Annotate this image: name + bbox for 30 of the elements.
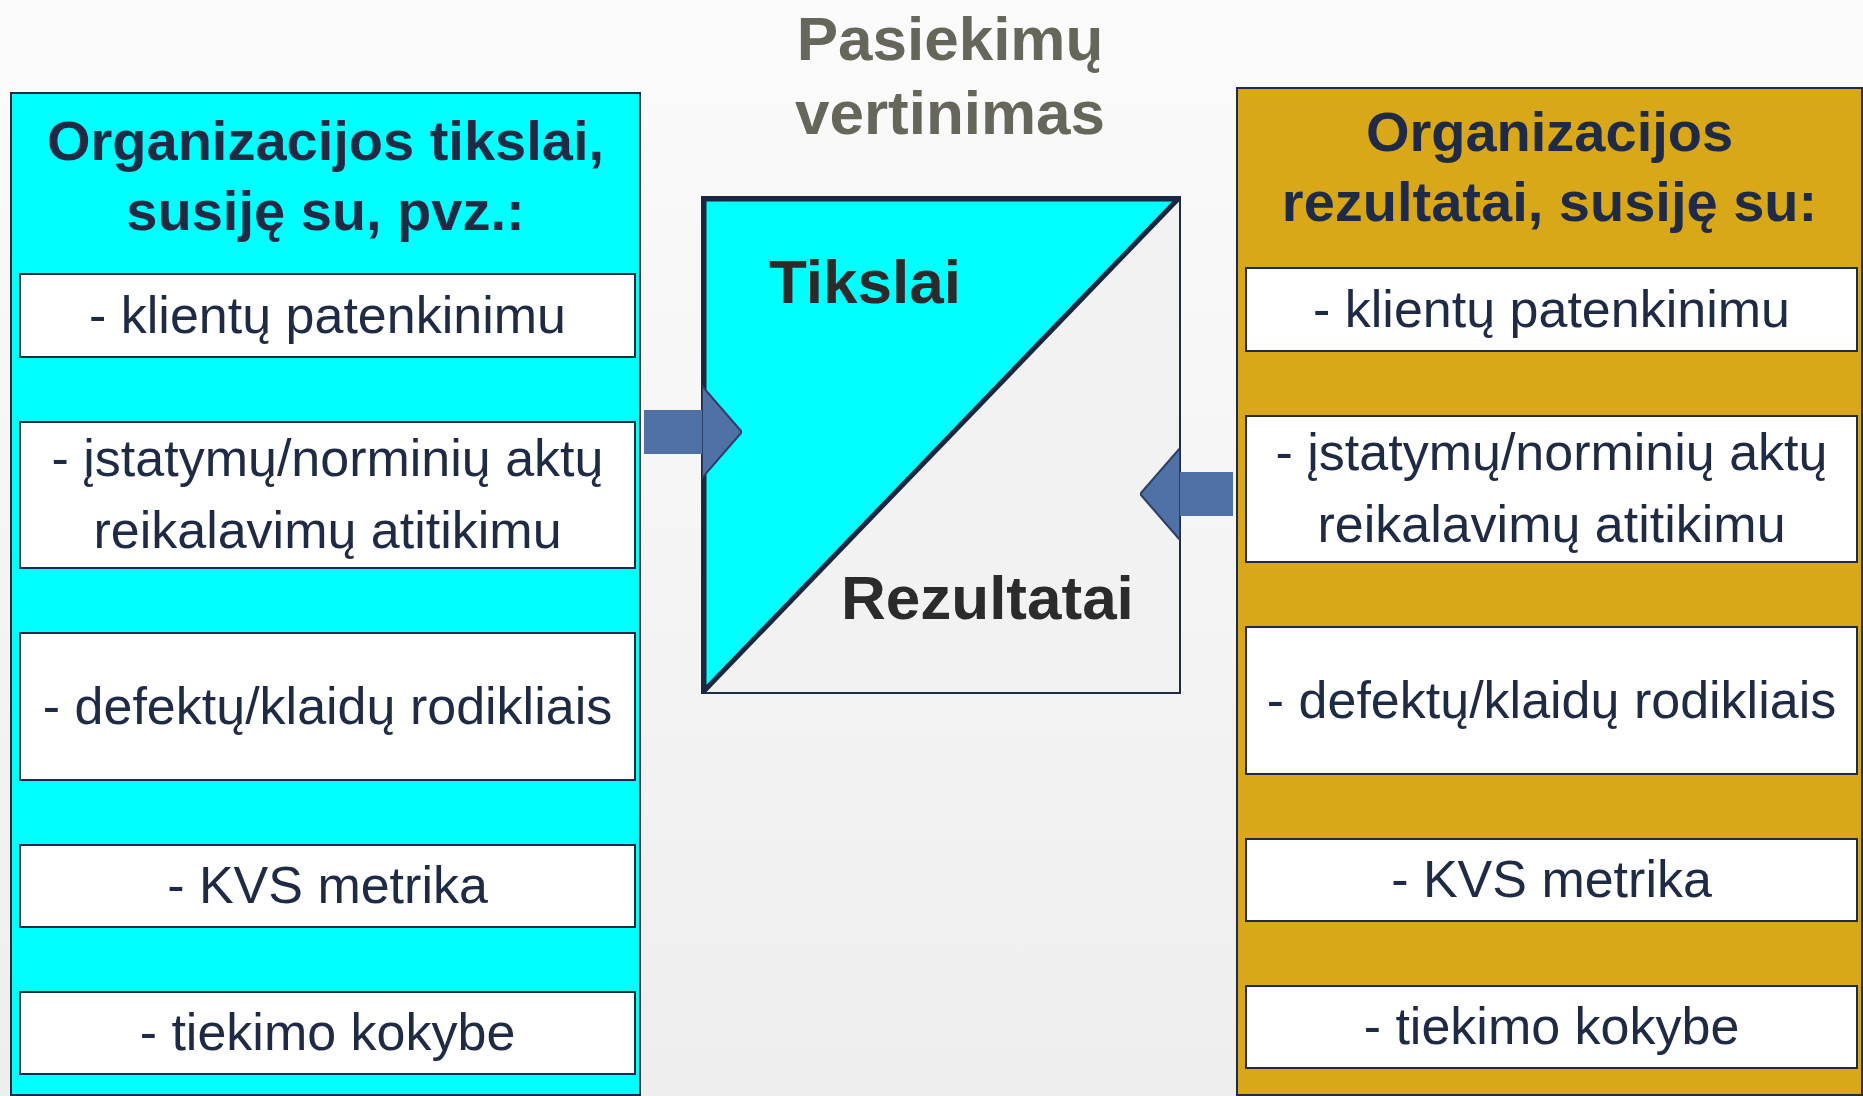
results-label: Rezultatai [841,562,1134,633]
metric-box [1245,838,1858,922]
metric-text: - KVS metrika [167,855,488,917]
metric-text: - įstatymų/norminių aktų reikalavimų atitikimu [1274,422,1829,555]
metric-text: - klientų patenkinimu [1313,278,1790,340]
goals-label: Tikslai [769,246,961,317]
block-arrow [1139,447,1233,541]
metric-box [19,991,636,1075]
category-panel [1236,87,1863,1096]
metric-box [19,844,636,928]
metric-box [1245,267,1858,352]
block-arrow [644,385,743,479]
diagram-title: Pasiekimų vertinimas [793,3,1107,150]
panel-heading: Organizacijos tikslai, susiję su, pvz.: [45,108,606,244]
metric-box [19,632,636,781]
metric-text: - tiekimo kokybe [1363,996,1740,1058]
goals-results-square [701,196,1181,694]
metric-text: - defektų/klaidų rodikliais [42,675,613,737]
metric-text: - tiekimo kokybe [139,1002,516,1064]
metric-text: - įstatymų/norminių aktų reikalavimų atitikimu [50,428,605,561]
metric-text: - defektų/klaidų rodikliais [1266,669,1837,731]
metric-box [19,273,636,358]
metric-box [19,421,636,569]
metric-box [1245,985,1858,1069]
metric-box [1245,415,1858,563]
category-panel [10,92,641,1096]
panel-heading: Organizacijos rezultatai, susiję su: [1280,99,1819,235]
metric-text: - KVS metrika [1391,849,1712,911]
metric-box [1245,626,1858,775]
metric-text: - klientų patenkinimu [89,284,566,346]
